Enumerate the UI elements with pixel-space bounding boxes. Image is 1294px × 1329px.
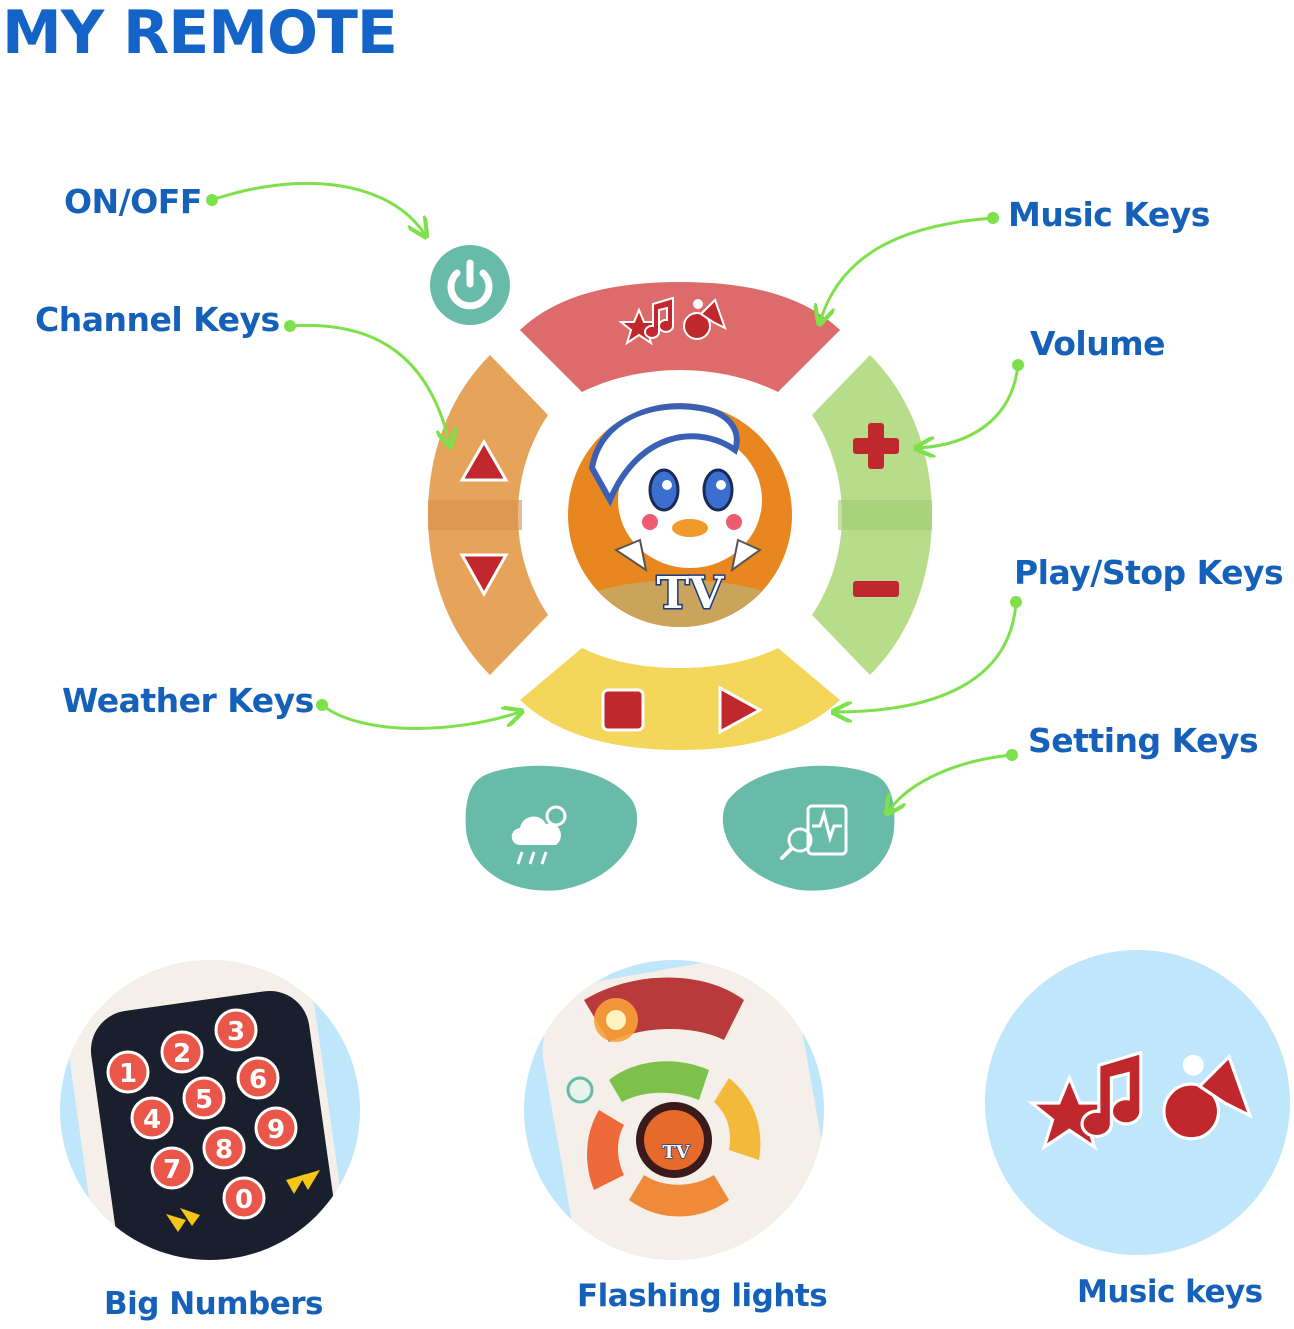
svg-text:9: 9 — [267, 1115, 285, 1145]
music-key[interactable] — [520, 282, 840, 392]
key-0[interactable]: 0 — [222, 1176, 266, 1220]
key-3[interactable]: 3 — [214, 1008, 258, 1052]
label-play-stop-keys: Play/Stop Keys — [1014, 553, 1284, 592]
channel-down-icon[interactable] — [459, 553, 509, 598]
svg-text:7: 7 — [163, 1155, 181, 1185]
play-stop-keys[interactable] — [520, 648, 840, 750]
label-setting-keys: Setting Keys — [1028, 721, 1259, 760]
key-1[interactable]: 1 — [106, 1050, 150, 1094]
key-5[interactable]: 5 — [182, 1076, 226, 1120]
key-8[interactable]: 8 — [202, 1126, 246, 1170]
key-4[interactable]: 4 — [130, 1096, 174, 1140]
bubble-music-keys — [985, 950, 1290, 1255]
svg-text:8: 8 — [215, 1135, 233, 1165]
volume-keys[interactable] — [812, 355, 932, 675]
mini-power-icon — [566, 1076, 594, 1104]
page-title: MY REMOTE — [2, 0, 398, 68]
svg-text:4: 4 — [143, 1105, 161, 1135]
volume-up-icon[interactable] — [853, 423, 899, 469]
bubble-flashing-lights: TV — [524, 960, 824, 1260]
key-6[interactable]: 6 — [236, 1056, 280, 1100]
power-icon — [447, 259, 493, 310]
channel-up-icon[interactable] — [459, 439, 509, 482]
keypad: 1 2 3 4 5 6 7 8 9 0 — [106, 1008, 320, 1232]
key-2[interactable]: 2 — [160, 1030, 204, 1074]
svg-text:6: 6 — [249, 1065, 267, 1095]
svg-text:5: 5 — [195, 1085, 213, 1115]
svg-text:1: 1 — [119, 1059, 137, 1089]
svg-text:3: 3 — [227, 1017, 245, 1047]
caption-big-numbers: Big Numbers — [104, 1286, 324, 1322]
music-keys-closeup — [1027, 1050, 1253, 1151]
caption-flashing-lights: Flashing lights — [577, 1278, 828, 1314]
label-volume: Volume — [1030, 324, 1165, 363]
weather-key[interactable] — [465, 765, 638, 891]
caption-music-keys: Music keys — [1077, 1274, 1263, 1310]
play-icon[interactable] — [718, 685, 764, 735]
stop-icon[interactable] — [601, 688, 645, 732]
svg-text:2: 2 — [173, 1039, 191, 1069]
svg-text:TV: TV — [662, 1142, 690, 1163]
label-on-off: ON/OFF — [64, 182, 202, 221]
bubble-big-numbers: 1 2 3 4 5 6 7 8 9 0 — [60, 960, 360, 1260]
music-notes-icon — [618, 296, 727, 346]
settings-search-icon — [780, 804, 848, 860]
forward-icon[interactable] — [286, 1174, 306, 1194]
key-7[interactable]: 7 — [150, 1146, 194, 1190]
setting-key[interactable] — [722, 765, 895, 891]
center-character-button[interactable]: TV — [560, 397, 800, 660]
label-music-keys: Music Keys — [1008, 195, 1210, 234]
volume-down-icon[interactable] — [853, 581, 899, 597]
label-weather-keys: Weather Keys — [62, 681, 314, 720]
label-channel-keys: Channel Keys — [35, 300, 280, 339]
key-9[interactable]: 9 — [254, 1106, 298, 1150]
power-button[interactable] — [430, 245, 510, 325]
large-music-notes-icon — [1027, 1050, 1253, 1151]
callout-arrows — [206, 181, 1024, 812]
remote-lights-photo: TV — [542, 960, 824, 1260]
weather-icon — [511, 805, 567, 865]
center-tv-badge: TV — [657, 568, 725, 619]
svg-text:0: 0 — [235, 1185, 253, 1215]
channel-keys[interactable] — [428, 355, 548, 675]
keypad-photo: 1 2 3 4 5 6 7 8 9 0 — [64, 960, 343, 1260]
rewind-icon[interactable] — [180, 1208, 200, 1226]
